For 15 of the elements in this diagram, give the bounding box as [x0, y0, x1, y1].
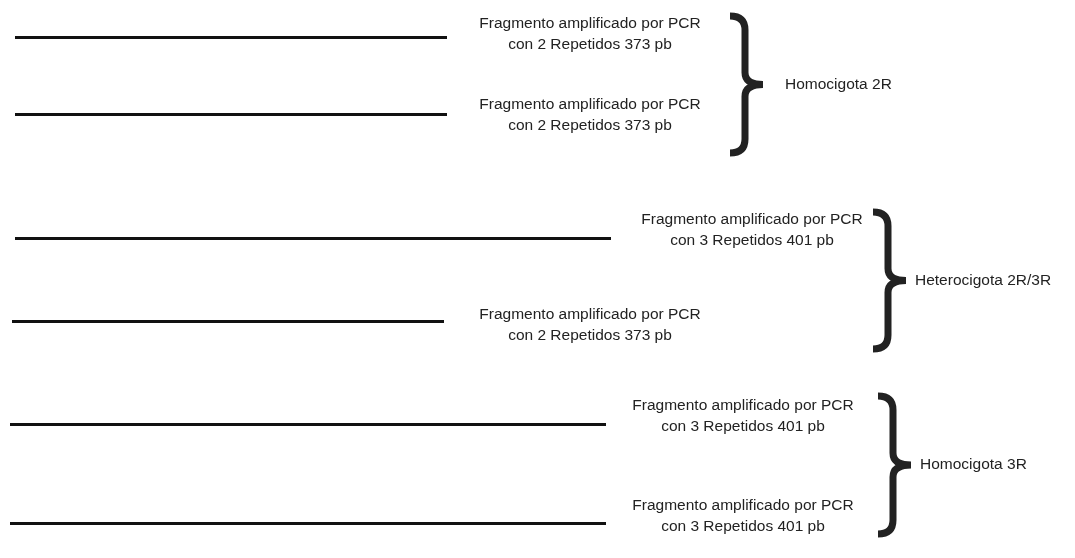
genotype-label: Homocigota 2R — [785, 74, 892, 93]
fragment-caption: Fragmento amplificado por PCR con 2 Repetidos 373 pb — [478, 304, 702, 345]
fragment-caption: Fragmento amplificado por PCR con 3 Repetidos 401 pb — [631, 495, 855, 536]
fragment-line — [10, 423, 606, 426]
fragment-line — [15, 237, 611, 240]
fragment-line — [15, 113, 447, 116]
genotype-label: Homocigota 3R — [920, 455, 1027, 473]
fragment-caption: Fragmento amplificado por PCR con 2 Repetidos 373 pb — [478, 94, 702, 135]
fragment-caption: Fragmento amplificado por PCR con 3 Repetidos 401 pb — [631, 395, 855, 436]
fragment-caption: Fragmento amplificado por PCR con 3 Repetidos 401 pb — [640, 209, 864, 250]
fragment-line — [15, 36, 447, 39]
genotype-label: Heterocigota 2R/3R — [915, 270, 1052, 289]
fragment-caption: Fragmento amplificado por PCR con 2 Repetidos 373 pb — [478, 13, 702, 54]
fragment-line — [12, 320, 444, 323]
fragment-line — [10, 522, 606, 525]
